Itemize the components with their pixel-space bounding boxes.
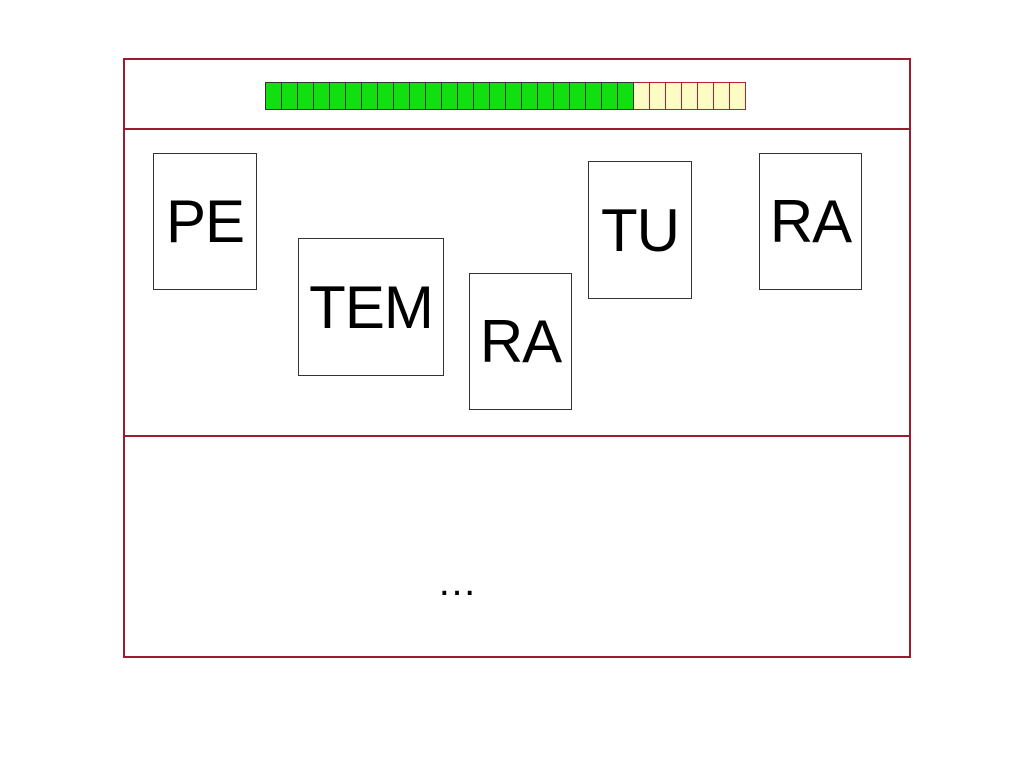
- timer-segment-filled: [330, 82, 346, 110]
- timer-segment-filled: [554, 82, 570, 110]
- timer-segment-filled: [586, 82, 602, 110]
- game-board: [123, 58, 911, 658]
- timer-segment-empty: [666, 82, 682, 110]
- timer-segment-filled: [538, 82, 554, 110]
- timer-segment-filled: [442, 82, 458, 110]
- timer-segment-filled: [394, 82, 410, 110]
- timer-segment-filled: [618, 82, 634, 110]
- timer-segment-empty: [634, 82, 650, 110]
- timer-segment-filled: [314, 82, 330, 110]
- timer-segment-filled: [474, 82, 490, 110]
- timer-segment-filled: [378, 82, 394, 110]
- syllable-tile-ra-2[interactable]: RA: [759, 153, 862, 290]
- timer-segment-filled: [298, 82, 314, 110]
- timer-segment-filled: [490, 82, 506, 110]
- timer-segment-empty: [682, 82, 698, 110]
- syllable-tile-pe[interactable]: PE: [153, 153, 257, 290]
- timer-segment-filled: [362, 82, 378, 110]
- answer-placeholder: …: [437, 560, 479, 604]
- divider-top: [125, 128, 909, 130]
- timer-segment-empty: [714, 82, 730, 110]
- timer-segment-empty: [730, 82, 746, 110]
- syllable-tile-ra[interactable]: RA: [469, 273, 572, 410]
- timer-segment-filled: [410, 82, 426, 110]
- timer-segment-filled: [266, 82, 282, 110]
- timer-segment-filled: [506, 82, 522, 110]
- timer-segment-filled: [570, 82, 586, 110]
- timer-progress-bar: [265, 82, 746, 110]
- timer-segment-filled: [458, 82, 474, 110]
- syllable-tile-tem[interactable]: TEM: [298, 238, 444, 376]
- syllable-tile-tu[interactable]: TU: [588, 161, 692, 299]
- timer-segment-filled: [426, 82, 442, 110]
- timer-segment-filled: [282, 82, 298, 110]
- timer-segment-empty: [698, 82, 714, 110]
- timer-segment-filled: [522, 82, 538, 110]
- timer-segment-filled: [346, 82, 362, 110]
- timer-segment-filled: [602, 82, 618, 110]
- divider-bottom: [125, 435, 909, 437]
- timer-segment-empty: [650, 82, 666, 110]
